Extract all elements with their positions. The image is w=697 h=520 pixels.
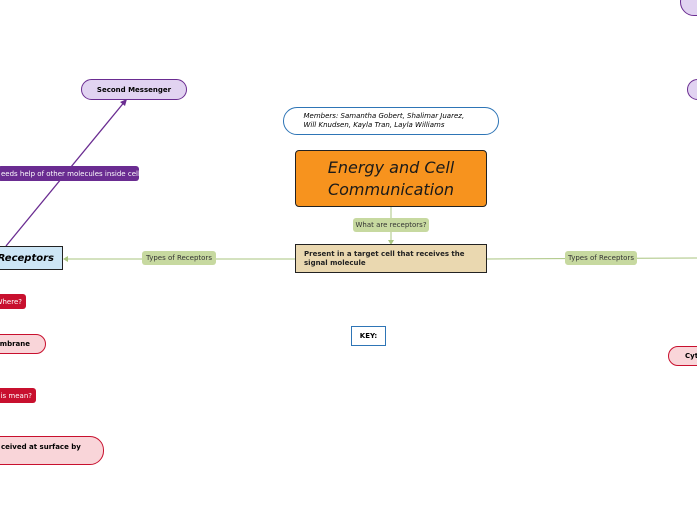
received-text: ceived at surface by xyxy=(1,443,81,451)
received-node[interactable]: ceived at surface by xyxy=(0,436,104,465)
what-are-receptors-label[interactable]: What are receptors? xyxy=(353,218,429,232)
receptors-text: Receptors xyxy=(0,252,54,264)
second-messenger-node[interactable]: Second Messenger xyxy=(81,79,187,100)
key-node[interactable]: KEY: xyxy=(351,326,386,346)
cyto-node[interactable]: Cyt xyxy=(668,346,697,366)
central-title: Energy and Cell Communication xyxy=(327,157,455,199)
types-of-receptors-right-label[interactable]: Types of Receptors xyxy=(565,251,637,265)
receptor-definition-text: Present in a target cell that receives t… xyxy=(304,249,465,267)
central-topic[interactable]: Energy and Cell Communication xyxy=(295,150,487,207)
key-text: KEY: xyxy=(359,332,378,340)
receptors-node[interactable]: Receptors xyxy=(0,246,63,270)
cyto-text: Cyt xyxy=(685,352,697,360)
needs-help-label[interactable]: eeds help of other molecules inside cell… xyxy=(0,166,144,181)
what-mean-label[interactable]: is mean? xyxy=(0,388,36,403)
receptor-definition-node[interactable]: Present in a target cell that receives t… xyxy=(295,244,487,273)
members-text: Members: Samantha Gobert, Shalimar Juare… xyxy=(303,112,465,129)
where-label[interactable]: Where? xyxy=(0,294,26,309)
members-node[interactable]: Members: Samantha Gobert, Shalimar Juare… xyxy=(283,107,499,135)
membrane-text: mbrane xyxy=(0,340,30,348)
membrane-node[interactable]: mbrane xyxy=(0,334,46,354)
second-messenger-text: Second Messenger xyxy=(96,85,172,94)
types-of-receptors-left-label[interactable]: Types of Receptors xyxy=(142,251,216,265)
